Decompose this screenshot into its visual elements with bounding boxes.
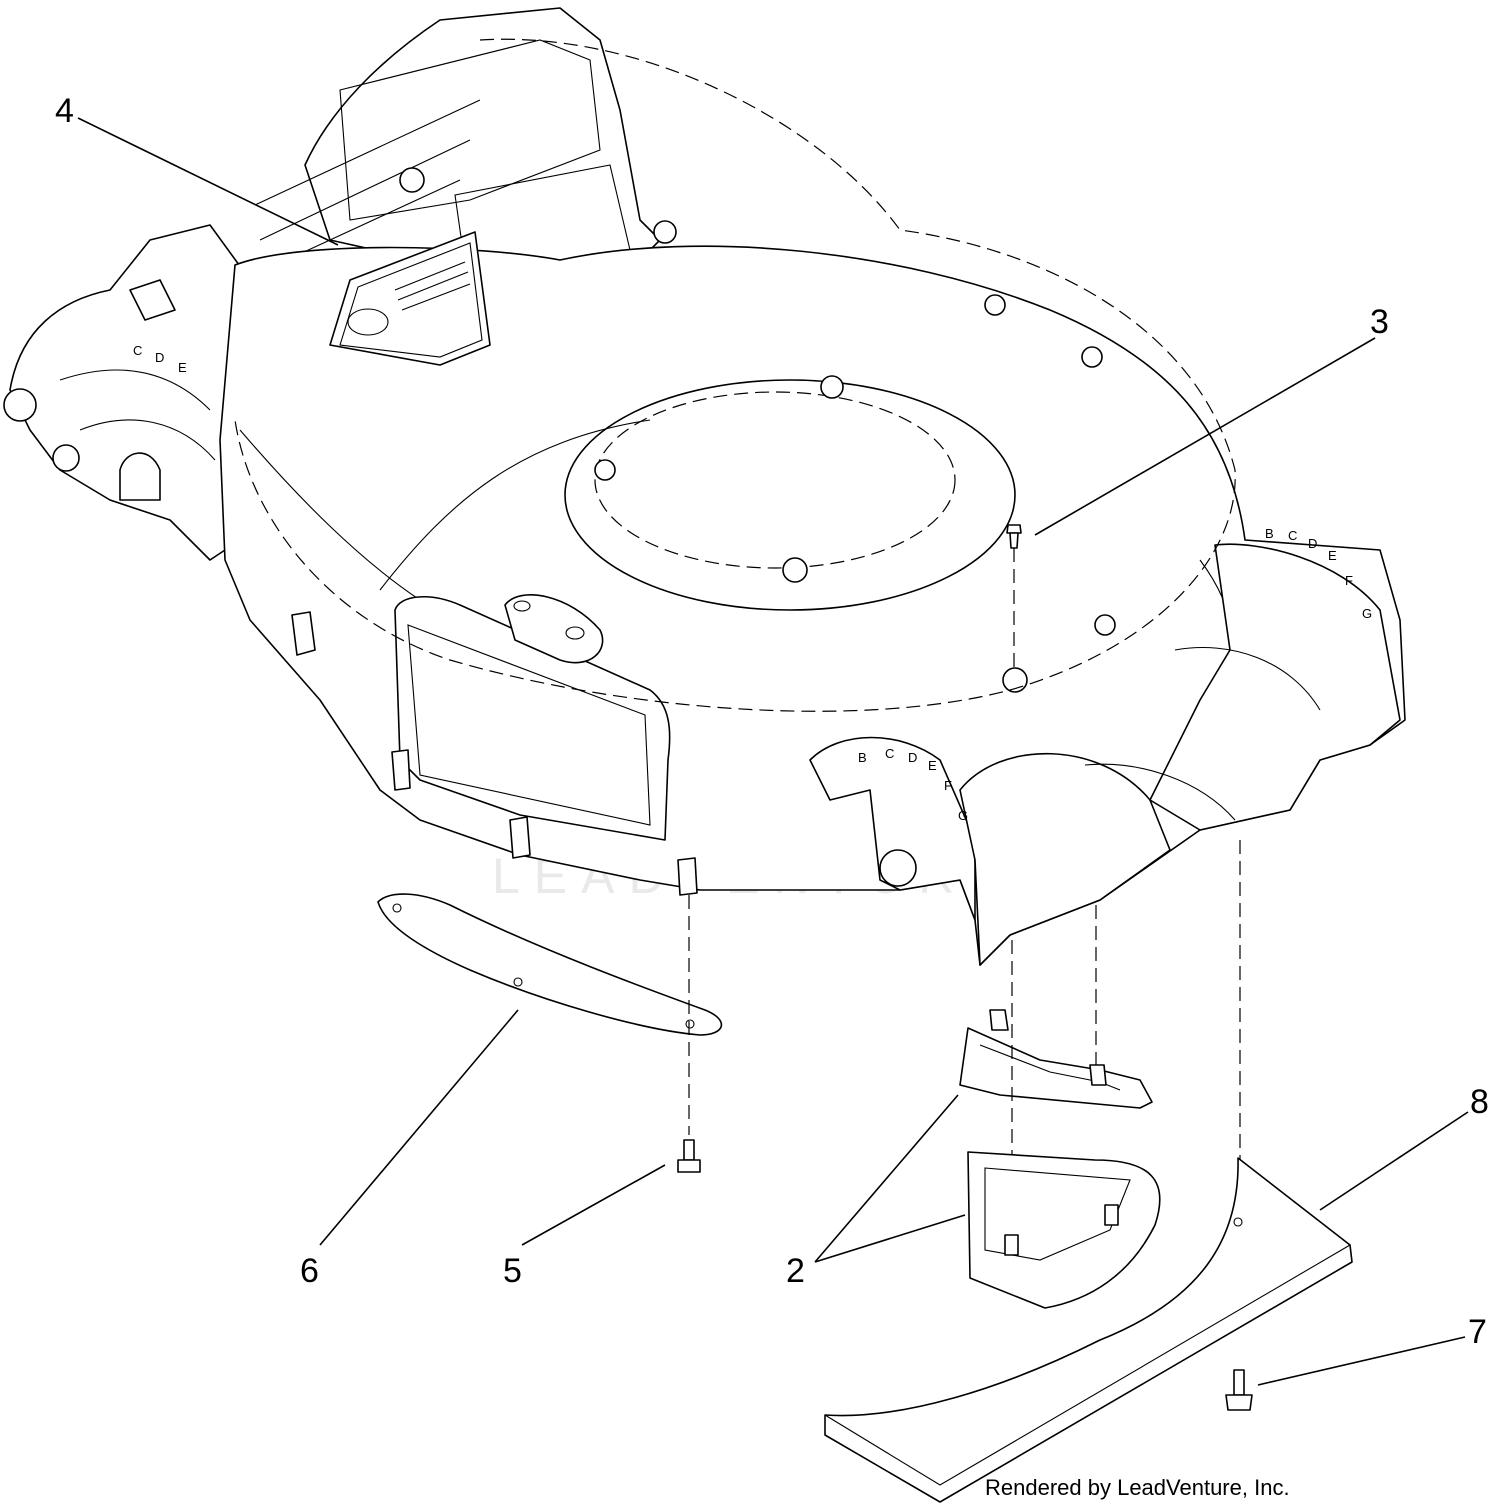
dial-letter-center-6: G [958,808,968,823]
pin-part-5 [677,895,701,1173]
leader-lines [77,117,1469,1386]
dial-letter-center-3: D [908,750,917,765]
dial-letter-right-2: C [1288,528,1297,543]
screw-part-3 [1006,524,1022,670]
callout-7: 7 [1468,1313,1487,1351]
warning-decal-part-4 [329,231,491,366]
dial-letter-center-4: E [928,758,937,773]
dial-letter-left-2: D [155,350,164,365]
callout-5: 5 [503,1252,522,1290]
dial-letter-left-1: C [133,343,142,358]
bolt-part-7 [1225,1369,1253,1411]
dial-letter-left-3: E [178,360,187,375]
baffle-plate-part-8 [824,840,1353,1503]
dial-letter-right-1: B [1265,526,1274,541]
dial-letter-center-2: C [885,746,894,761]
dial-letter-right-4: E [1328,548,1337,563]
baffle-strip-part-6 [377,893,723,1036]
callout-4: 4 [55,92,74,130]
callout-3: 3 [1370,303,1389,341]
dial-letter-right-5: F [1345,573,1353,588]
callout-2: 2 [786,1252,805,1290]
dial-letter-right-3: D [1308,536,1317,551]
dial-letter-center-1: B [858,750,867,765]
mower-deck-housing: C D E [3,7,1406,966]
mulch-plug-lower-part-2 [967,1151,1161,1309]
dial-letter-center-5: F [944,778,952,793]
callout-6: 6 [300,1252,319,1290]
callout-8: 8 [1470,1083,1489,1121]
dial-letter-right-6: G [1362,606,1372,621]
render-credit: Rendered by LeadVenture, Inc. [985,1475,1290,1500]
